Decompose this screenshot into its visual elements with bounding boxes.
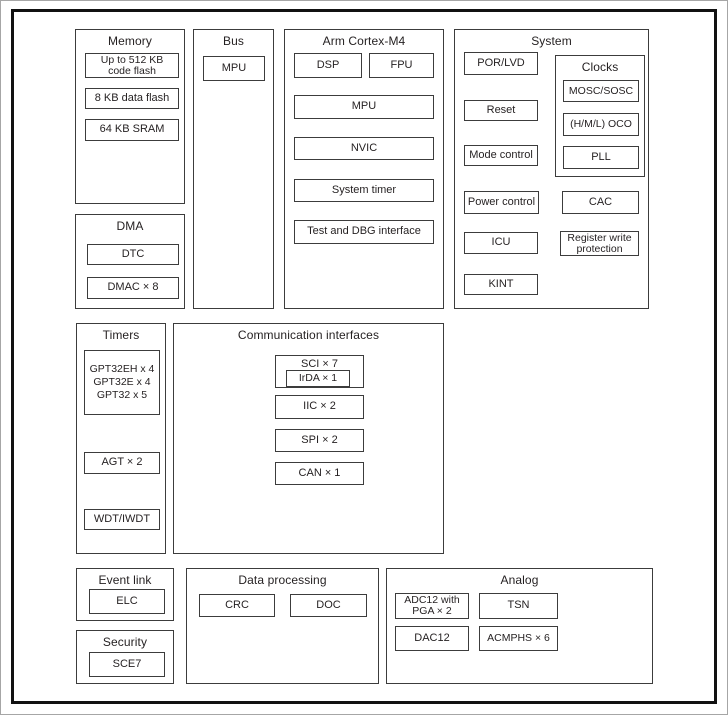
box-icu: ICU — [464, 232, 538, 254]
box-mode-control: Mode control — [464, 145, 538, 166]
box-test-dbg-interface: Test and DBG interface — [294, 220, 434, 244]
box-bus-mpu: MPU — [203, 56, 265, 81]
box-wdt-iwdt: WDT/IWDT — [84, 509, 160, 530]
box-data-flash: 8 KB data flash — [85, 88, 179, 109]
cortex-m4-title: Arm Cortex-M4 — [322, 34, 406, 48]
box-dtc: DTC — [87, 244, 179, 265]
gpt-line-1: GPT32EH x 4 — [89, 363, 155, 375]
box-iic: IIC × 2 — [275, 395, 364, 419]
box-crc: CRC — [199, 594, 275, 617]
box-sram: 64 KB SRAM — [85, 119, 179, 141]
box-tsn: TSN — [479, 593, 558, 619]
event-link-title: Event link — [98, 573, 152, 587]
box-por-lvd: POR/LVD — [464, 52, 538, 75]
box-code-flash: Up to 512 KB code flash — [85, 53, 179, 78]
memory-title: Memory — [108, 34, 152, 48]
box-system-timer: System timer — [294, 179, 434, 202]
event-link-group: Event link ELC — [76, 568, 174, 621]
box-sci: SCI × 7 IrDA × 1 — [275, 355, 364, 388]
timers-group: Timers GPT32EH x 4 GPT32E x 4 GPT32 x 5 … — [76, 323, 166, 554]
sci-label: SCI × 7 — [301, 358, 338, 370]
box-power-control: Power control — [464, 191, 539, 214]
box-cac: CAC — [562, 191, 639, 214]
communication-interfaces-group: Communication interfaces SCI × 7 IrDA × … — [173, 323, 444, 554]
dma-group: DMA DTC DMAC × 8 — [75, 214, 185, 309]
data-processing-group: Data processing CRC DOC — [186, 568, 379, 684]
gpt-line-2: GPT32E x 4 — [93, 376, 151, 388]
box-gpt: GPT32EH x 4 GPT32E x 4 GPT32 x 5 — [84, 350, 160, 415]
system-group: System POR/LVD Reset Mode control Power … — [454, 29, 649, 309]
analog-title: Analog — [500, 573, 539, 587]
cortex-m4-group: Arm Cortex-M4 DSP FPU MPU NVIC System ti… — [284, 29, 444, 309]
box-mosc-sosc: MOSC/SOSC — [563, 80, 639, 102]
box-cm4-mpu: MPU — [294, 95, 434, 119]
box-irda: IrDA × 1 — [286, 370, 350, 387]
bus-group: Bus MPU — [193, 29, 274, 309]
timers-title: Timers — [102, 328, 140, 342]
analog-group: Analog ADC12 with PGA × 2 TSN DAC12 ACMP… — [386, 568, 653, 684]
box-nvic: NVIC — [294, 137, 434, 160]
bus-title: Bus — [223, 34, 244, 48]
box-spi: SPI × 2 — [275, 429, 364, 452]
box-dmac: DMAC × 8 — [87, 277, 179, 299]
gpt-line-3: GPT32 x 5 — [96, 389, 148, 401]
box-pll: PLL — [563, 146, 639, 169]
box-oco: (H/M/L) OCO — [563, 113, 639, 136]
data-processing-title: Data processing — [238, 573, 327, 587]
box-acmphs: ACMPHS × 6 — [479, 626, 558, 651]
box-dsp: DSP — [294, 53, 362, 78]
box-kint: KINT — [464, 274, 538, 295]
dma-title: DMA — [116, 219, 144, 233]
box-elc: ELC — [89, 589, 165, 614]
box-sce7: SCE7 — [89, 652, 165, 677]
system-title: System — [531, 34, 572, 48]
box-register-write-protection: Register write protection — [560, 231, 639, 256]
clocks-title: Clocks — [581, 60, 619, 74]
communication-interfaces-title: Communication interfaces — [237, 328, 380, 342]
box-fpu: FPU — [369, 53, 434, 78]
clocks-subgroup: Clocks MOSC/SOSC (H/M/L) OCO PLL — [555, 55, 645, 177]
box-doc: DOC — [290, 594, 367, 617]
box-can: CAN × 1 — [275, 462, 364, 485]
security-title: Security — [102, 635, 148, 649]
box-reset: Reset — [464, 100, 538, 121]
memory-group: Memory Up to 512 KB code flash 8 KB data… — [75, 29, 185, 204]
security-group: Security SCE7 — [76, 630, 174, 684]
box-adc12-pga: ADC12 with PGA × 2 — [395, 593, 469, 619]
box-agt: AGT × 2 — [84, 452, 160, 474]
box-dac12: DAC12 — [395, 626, 469, 651]
